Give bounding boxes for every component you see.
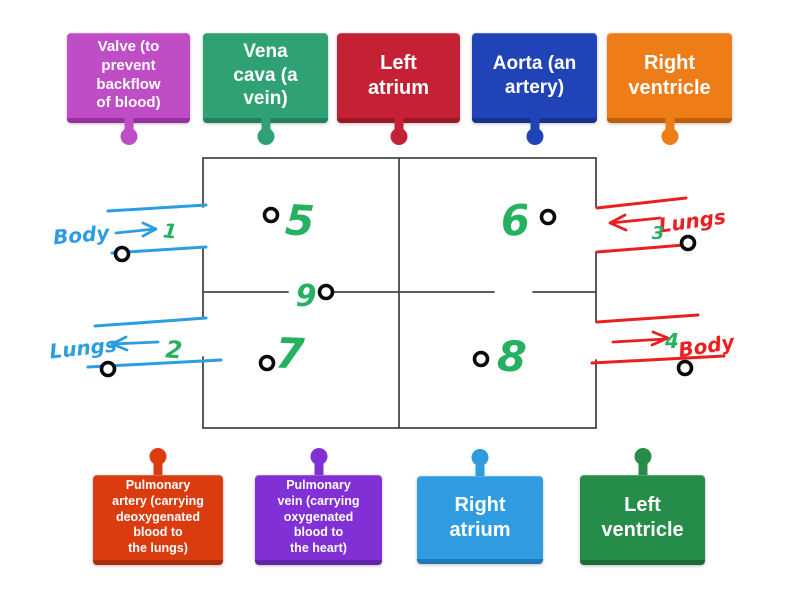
pin-stem bbox=[530, 118, 539, 130]
pin-stem bbox=[314, 463, 323, 475]
blue-arrow-right-icon bbox=[114, 221, 158, 238]
number-1: 1 bbox=[162, 218, 178, 243]
pin-knob-icon bbox=[471, 449, 489, 466]
drop-dot-8[interactable] bbox=[472, 350, 490, 368]
pin-connector bbox=[310, 448, 327, 475]
drop-dot-6[interactable] bbox=[539, 208, 557, 226]
annotation-lungs-out: Lungs bbox=[48, 333, 118, 364]
pin-knob-icon bbox=[390, 128, 407, 145]
label-text: Pulmonary artery (carrying deoxygenated … bbox=[112, 478, 204, 555]
number-3: 3 bbox=[652, 223, 665, 244]
pin-connector bbox=[526, 118, 543, 145]
pin-knob-icon bbox=[120, 128, 137, 145]
pin-stem bbox=[261, 118, 270, 130]
number-6: 6 bbox=[499, 195, 532, 246]
pin-knob-icon bbox=[257, 128, 274, 145]
red-vessel-lines bbox=[590, 196, 726, 365]
pin-stem bbox=[475, 464, 485, 476]
drop-dot-4[interactable] bbox=[676, 359, 694, 377]
number-2: 2 bbox=[165, 335, 184, 364]
pin-connector bbox=[120, 118, 137, 145]
pin-knob-icon bbox=[149, 448, 167, 465]
red-arrow-right-icon bbox=[611, 330, 670, 347]
number-8: 8 bbox=[496, 331, 528, 381]
pin-connector bbox=[661, 118, 678, 145]
label-card-left-atrium[interactable]: Left atrium bbox=[337, 33, 460, 145]
number-7: 7 bbox=[274, 329, 306, 379]
drop-dot-9[interactable] bbox=[317, 283, 335, 301]
label-text: Valve (to prevent backflow of blood) bbox=[96, 38, 161, 112]
drop-dot-2[interactable] bbox=[99, 360, 117, 378]
label-card-right-ventricle[interactable]: Right ventricle bbox=[607, 33, 732, 145]
label-text: Vena cava (a vein) bbox=[233, 40, 298, 110]
drop-dot-1[interactable] bbox=[113, 245, 131, 263]
blue-arrow-left-icon bbox=[110, 335, 160, 352]
label-text: Right atrium bbox=[449, 493, 511, 541]
annotation-lungs-in: Lungs bbox=[657, 204, 727, 237]
pin-connector bbox=[390, 118, 407, 145]
label-text: Right ventricle bbox=[628, 51, 711, 99]
label-text: Aorta (an artery) bbox=[492, 52, 577, 98]
label-text: Left atrium bbox=[367, 51, 430, 99]
label-card-valve[interactable]: Valve (to prevent backflow of blood) bbox=[67, 33, 190, 145]
red-arrow-left-icon bbox=[608, 213, 662, 232]
pin-connector bbox=[257, 118, 274, 145]
pin-connector bbox=[634, 448, 651, 475]
label-text: Left ventricle bbox=[601, 493, 684, 541]
drop-dot-5[interactable] bbox=[262, 206, 280, 224]
pin-knob-icon bbox=[661, 128, 678, 145]
blue-vessel-lines bbox=[86, 203, 223, 369]
label-card-aorta[interactable]: Aorta (an artery) bbox=[472, 33, 597, 145]
label-card-pulmonary-artery[interactable]: Pulmonary artery (carrying deoxygenated … bbox=[93, 448, 223, 565]
pin-knob-icon bbox=[310, 448, 327, 465]
label-card-pulmonary-vein[interactable]: Pulmonary vein (carrying oxygenated bloo… bbox=[255, 448, 382, 565]
number-4: 4 bbox=[664, 329, 679, 353]
pin-connector bbox=[471, 449, 489, 476]
pin-stem bbox=[665, 118, 674, 130]
number-5: 5 bbox=[284, 195, 316, 245]
pin-knob-icon bbox=[526, 128, 543, 145]
pin-connector bbox=[149, 448, 167, 475]
drop-dot-3[interactable] bbox=[679, 234, 697, 252]
annotation-body-in: Body bbox=[52, 220, 111, 249]
pin-stem bbox=[124, 118, 133, 130]
number-9: 9 bbox=[296, 279, 317, 314]
heart-chamber-outline bbox=[202, 157, 597, 429]
label-card-right-atrium[interactable]: Right atrium bbox=[417, 449, 543, 564]
label-text: Pulmonary vein (carrying oxygenated bloo… bbox=[277, 478, 360, 555]
label-card-vena-cava[interactable]: Vena cava (a vein) bbox=[203, 33, 328, 145]
pin-stem bbox=[394, 118, 403, 130]
annotation-body-out: Body bbox=[677, 330, 737, 363]
pin-stem bbox=[638, 463, 647, 475]
drop-dot-7[interactable] bbox=[258, 354, 276, 372]
pin-knob-icon bbox=[634, 448, 651, 465]
pin-stem bbox=[153, 463, 163, 475]
label-card-left-ventricle[interactable]: Left ventricle bbox=[580, 448, 705, 565]
